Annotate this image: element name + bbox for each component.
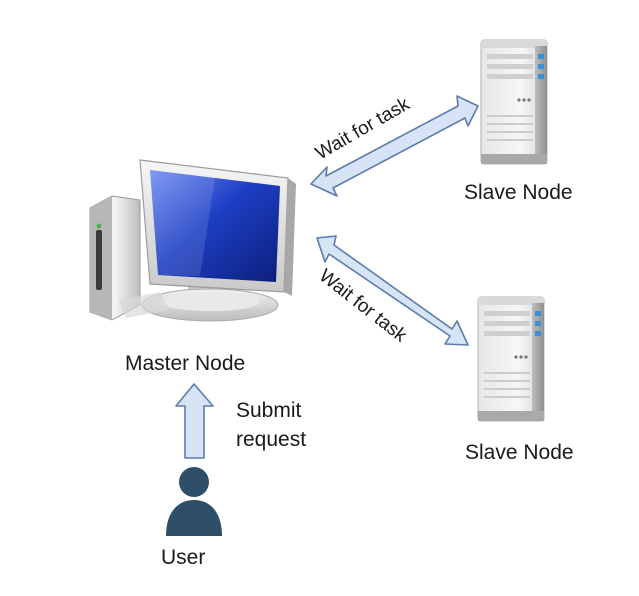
user-label: User: [161, 546, 206, 569]
desktop-computer-icon: [89, 159, 296, 322]
up-arrow-submit: [175, 383, 214, 459]
bidirectional-arrow-bottom: [316, 235, 469, 346]
slave-node-label-top: Slave Node: [464, 181, 573, 204]
server-tower-icon-top: [480, 39, 548, 165]
user-icon: [166, 467, 222, 536]
slave-node-label-bottom: Slave Node: [465, 441, 574, 464]
master-node-label: Master Node: [125, 352, 246, 375]
submit-request-label: Submit request: [236, 396, 306, 454]
submit-label-line-1: Submit: [236, 399, 302, 422]
submit-label-line-2: request: [236, 428, 307, 451]
server-tower-icon-bottom: [477, 296, 545, 422]
bidirectional-arrow-top: [310, 95, 479, 197]
